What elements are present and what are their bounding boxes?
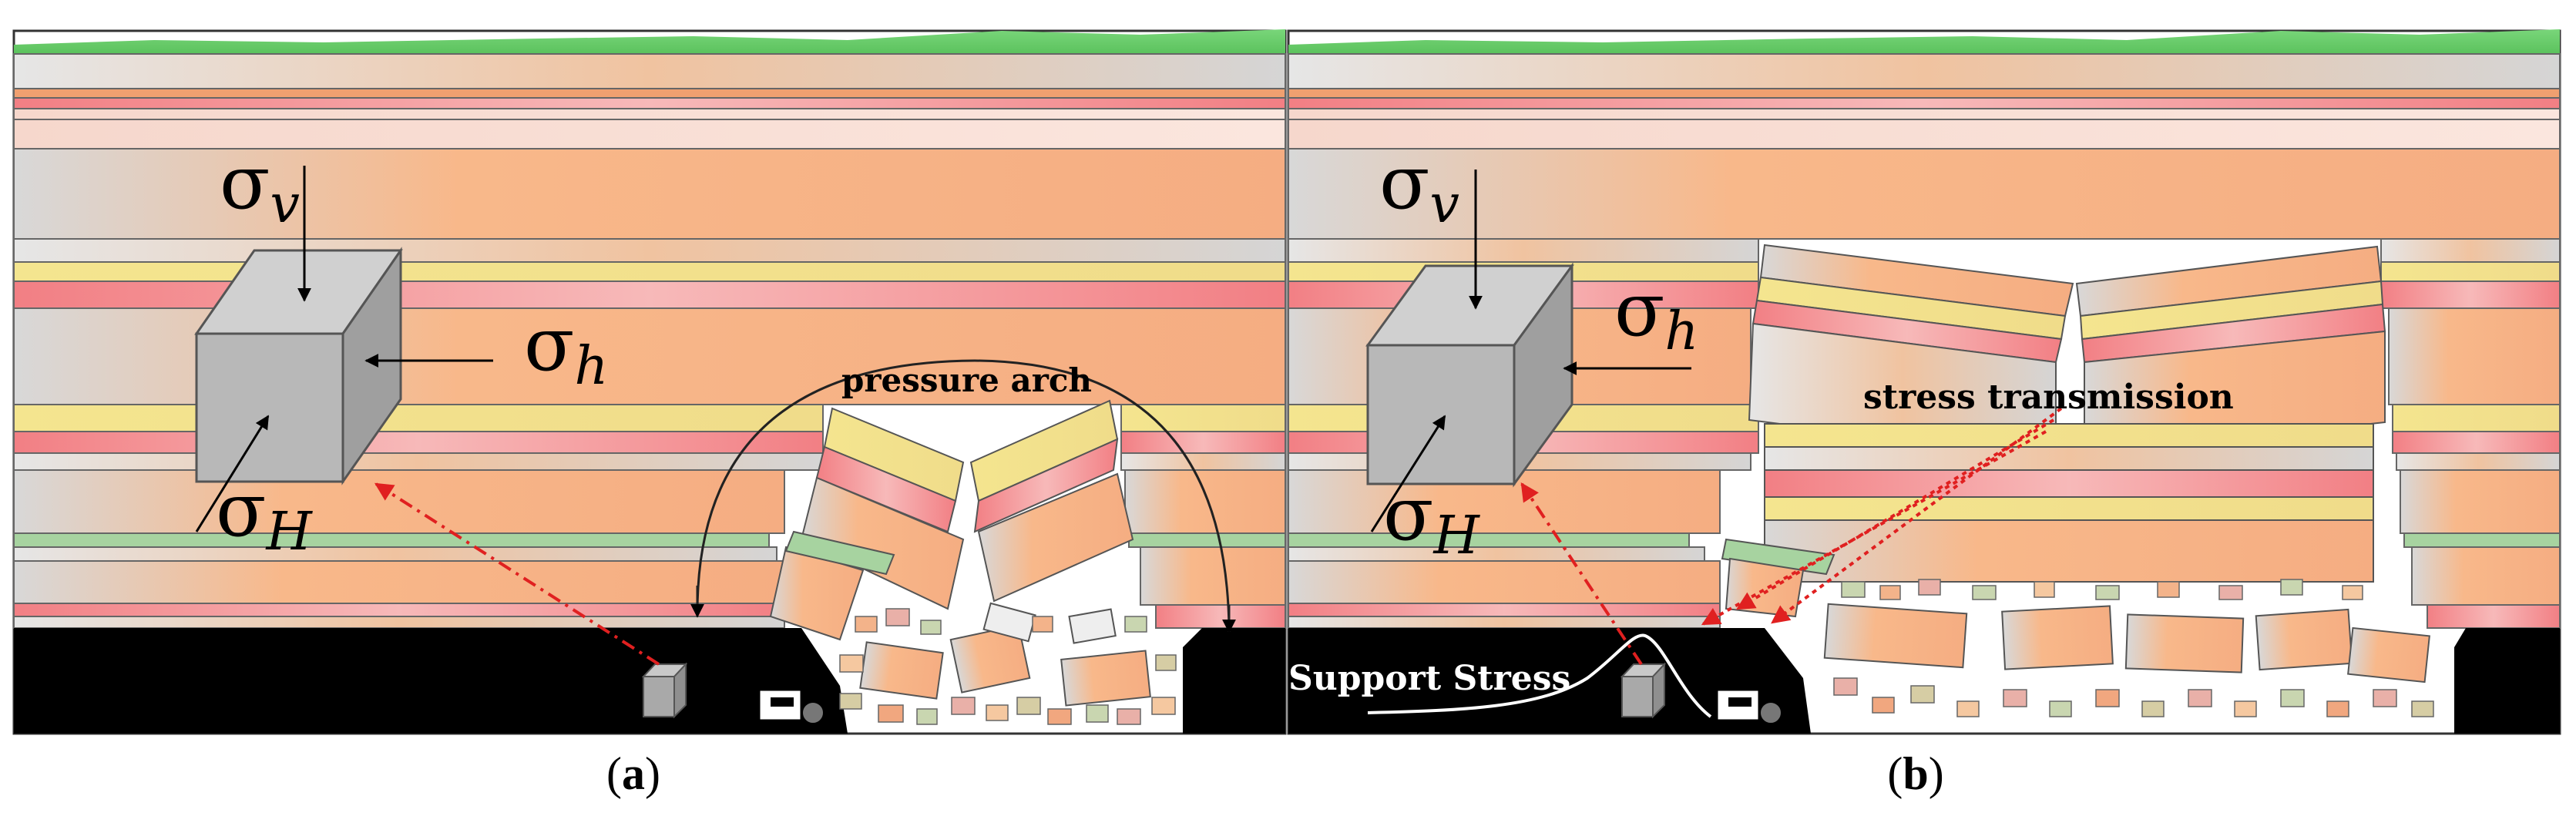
sigma-H-arrow (1370, 415, 1446, 532)
stress-element-pointer (374, 482, 660, 666)
stress-transmission-arrows (1701, 407, 2063, 626)
rubble (1833, 579, 2434, 717)
panel-a: σv σh σH pressure arch (12, 29, 1287, 735)
sigma-H-label: σH (1383, 471, 1481, 566)
support-stress-curve (1367, 633, 1712, 718)
ground-surface (1288, 29, 2560, 54)
panel-a-letter: a (622, 748, 645, 799)
pressure-arch-curve (696, 359, 1231, 629)
pressure-arch-label: pressure arch (841, 361, 1092, 399)
caved-blocks (769, 399, 1151, 707)
sigma-v-label: σv (1379, 139, 1459, 235)
small-stress-cube (1620, 662, 1667, 719)
small-stress-cube (641, 662, 688, 719)
panel-a-caption: (a) (606, 748, 660, 799)
panel-b: Support Stress σv σh σH stress transmiss… (1287, 29, 2561, 735)
coal-seam-left (1288, 628, 1811, 734)
coal-seam-right (1183, 628, 1285, 734)
sigma-H-arrow (195, 415, 270, 532)
stress-element-pointer (1520, 482, 1643, 666)
rubble (839, 608, 1177, 725)
panel-b-letter: b (1903, 748, 1929, 799)
sigma-v-label: σv (220, 139, 300, 235)
shearer-machine-icon (757, 688, 825, 724)
support-stress-label: Support Stress (1288, 659, 1570, 698)
panel-b-caption: (b) (1887, 748, 1944, 799)
subsided-blocks (1721, 244, 2430, 684)
sigma-H-label: σH (216, 467, 314, 563)
coal-seam-right (2454, 628, 2560, 734)
stress-transmission-label: stress transmission (1863, 378, 2234, 417)
shearer-machine-icon (1715, 688, 1782, 724)
coal-seam-left (14, 628, 848, 734)
sigma-h-label: σh (524, 301, 608, 397)
sigma-h-label: σh (1614, 267, 1698, 362)
ground-surface (14, 29, 1285, 54)
